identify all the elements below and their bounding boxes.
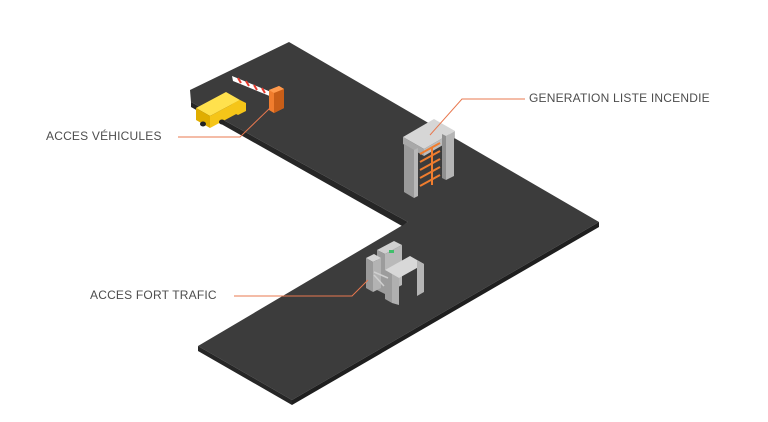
floor-slab (190, 42, 599, 405)
leader-lines (178, 98, 525, 297)
vehicle-access-label: ACCES VÉHICULES (46, 129, 162, 143)
full-height-turnstile-icon (403, 119, 455, 198)
barrier-gate-truck-icon (196, 76, 284, 128)
high-traffic-label: ACCES FORT TRAFIC (90, 288, 217, 302)
tripod-turnstile-icon (366, 241, 424, 305)
leader-line-trafic (234, 279, 369, 297)
leader-line-incendie (429, 98, 525, 136)
fire-list-label: GENERATION LISTE INCENDIE (529, 91, 710, 105)
leader-line-vehicules (178, 107, 271, 138)
